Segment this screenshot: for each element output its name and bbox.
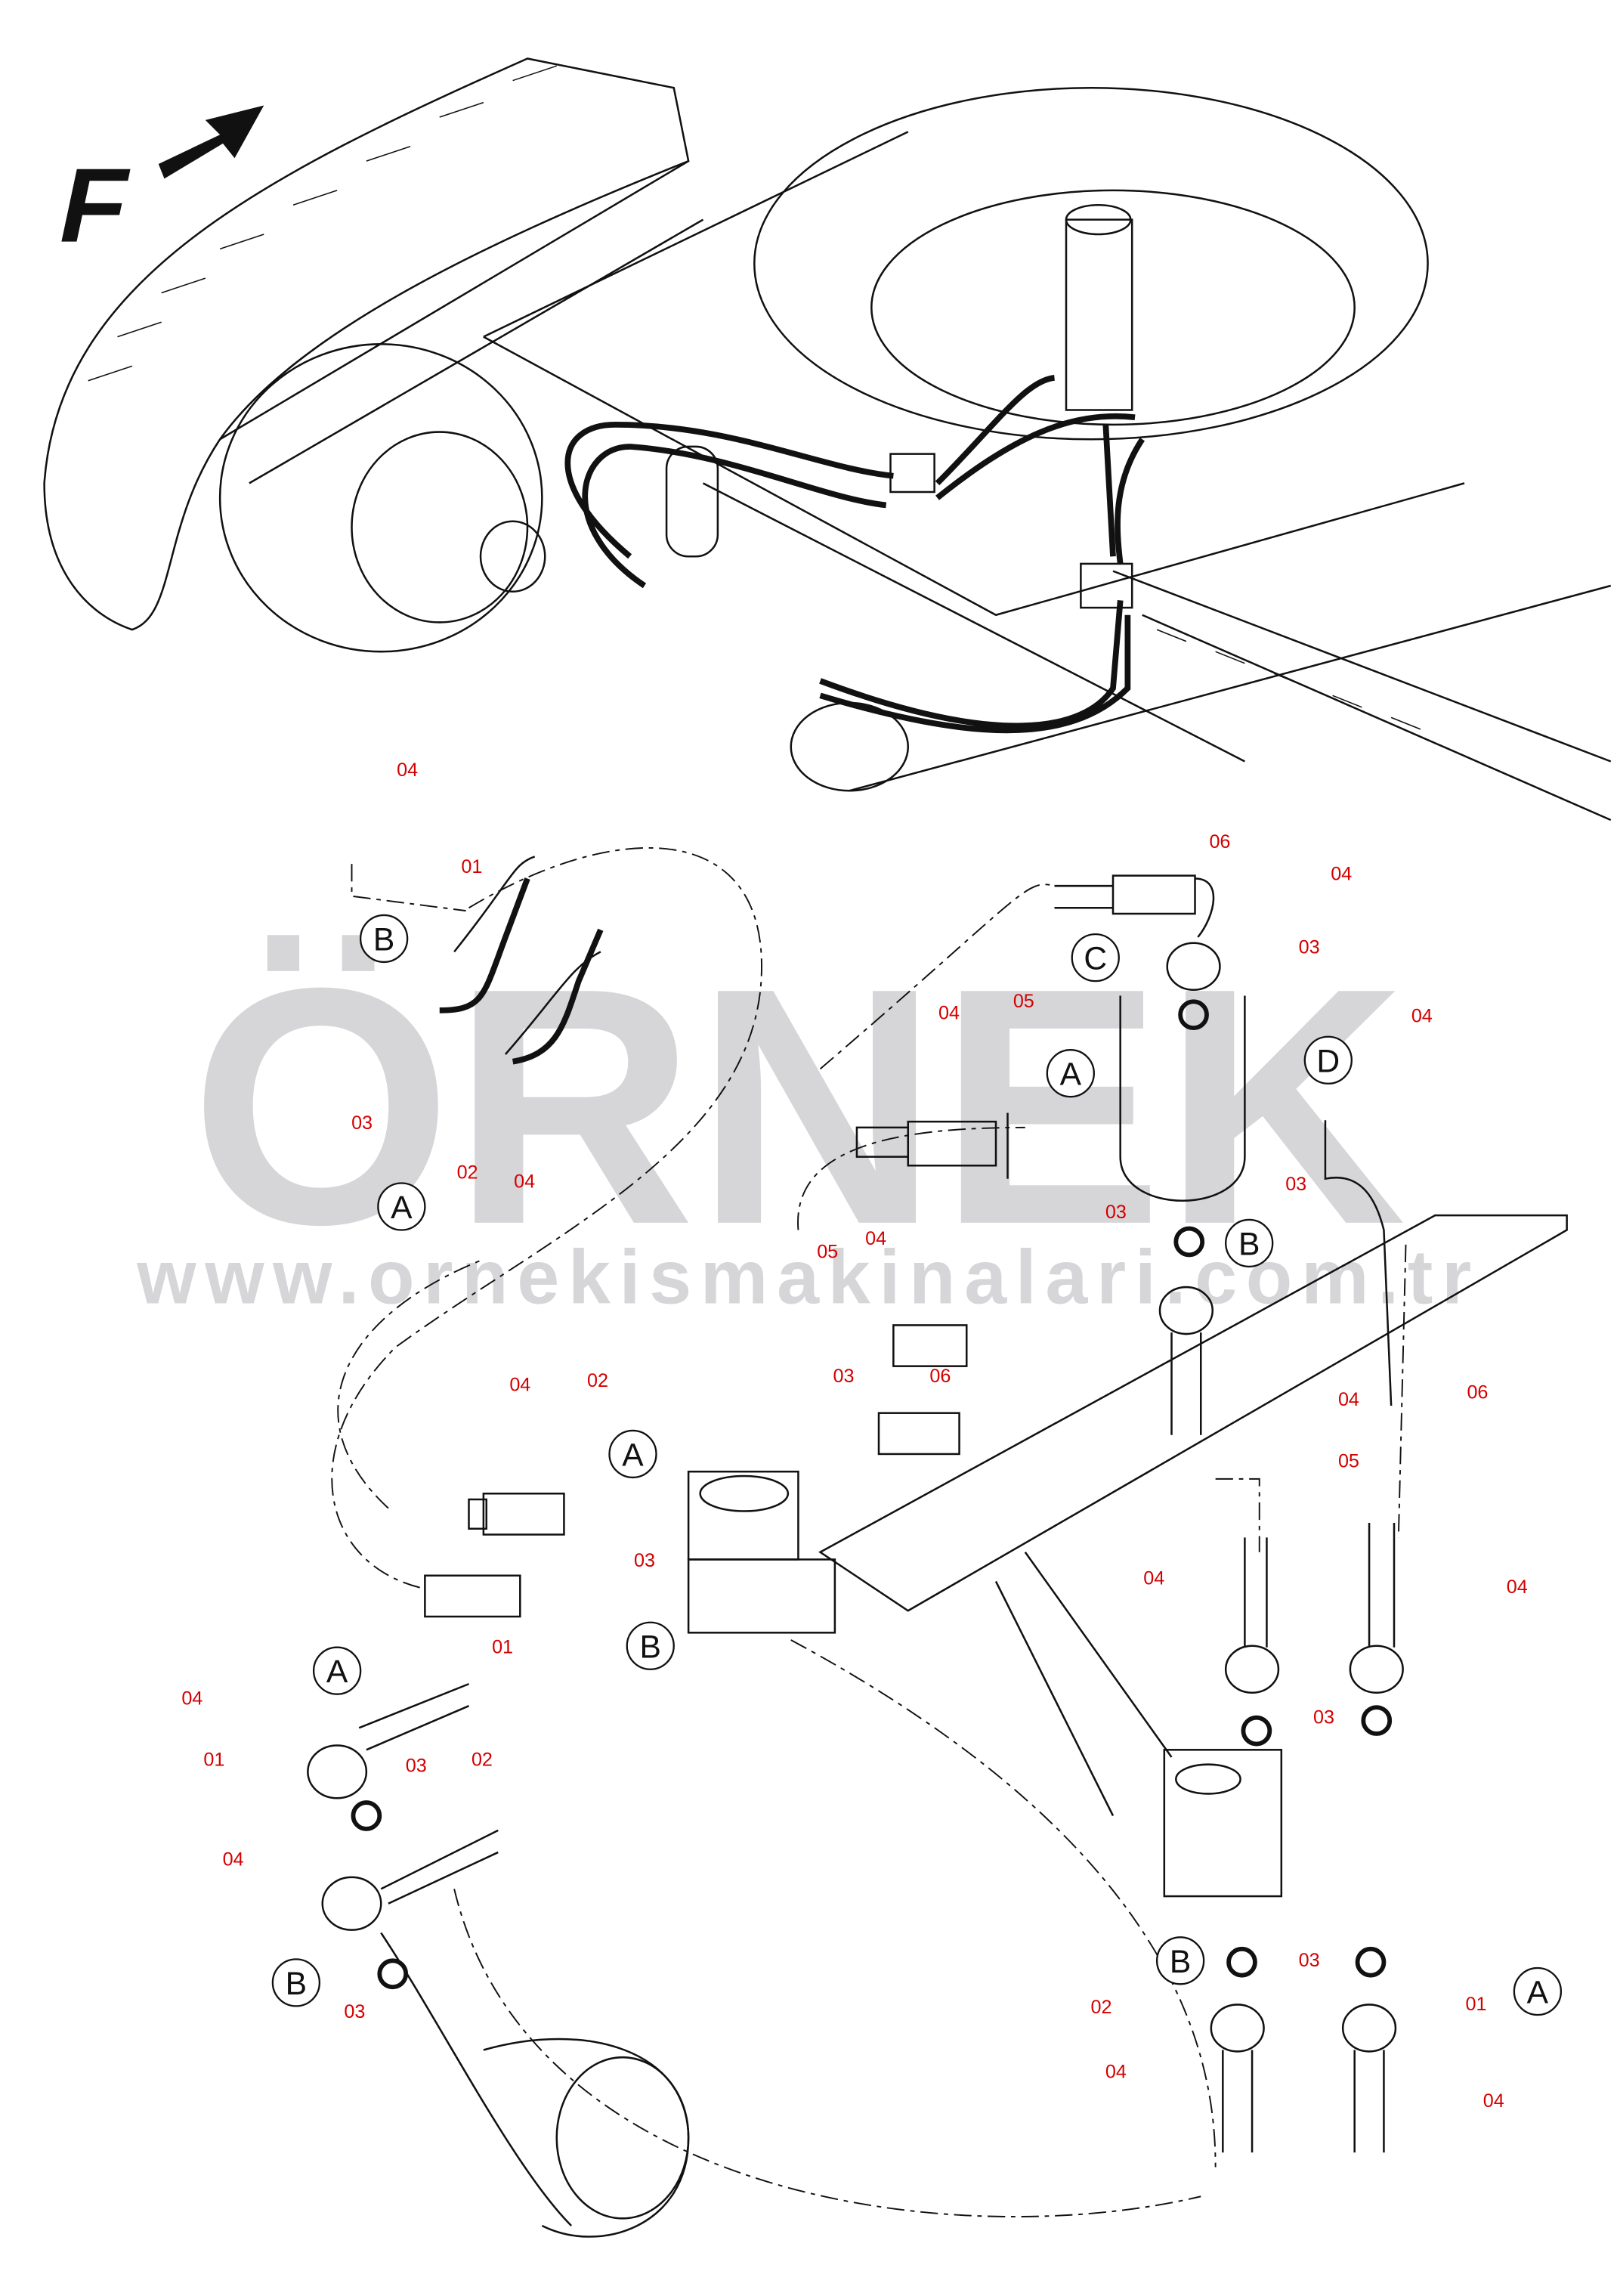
view-label-a: A bbox=[1513, 1966, 1563, 2016]
part-label: 06 bbox=[1209, 831, 1230, 852]
view-label-a: A bbox=[608, 1429, 657, 1479]
part-label: 04 bbox=[1507, 1577, 1528, 1598]
watermark: ÖRNEK www.ornekismakinalari.com.tr bbox=[136, 919, 1480, 1320]
part-label: 05 bbox=[817, 1241, 838, 1262]
watermark-url: www.ornekismakinalari.com.tr bbox=[136, 1235, 1480, 1320]
part-label: 04 bbox=[1338, 1389, 1359, 1410]
part-label: 03 bbox=[833, 1366, 855, 1387]
part-label: 04 bbox=[509, 1375, 530, 1396]
direction-label: F bbox=[50, 146, 139, 264]
part-label: 02 bbox=[471, 1750, 493, 1771]
part-label: 01 bbox=[203, 1750, 224, 1771]
svg-text:A: A bbox=[1060, 1057, 1082, 1093]
part-label: 04 bbox=[514, 1171, 535, 1192]
part-label: 03 bbox=[634, 1550, 655, 1571]
part-label: 01 bbox=[461, 856, 482, 877]
part-label: 04 bbox=[223, 1849, 244, 1870]
part-label: 04 bbox=[938, 1003, 960, 1024]
part-label: 04 bbox=[865, 1228, 886, 1249]
svg-text:A: A bbox=[326, 1654, 348, 1690]
part-label: 04 bbox=[181, 1688, 203, 1709]
svg-text:B: B bbox=[640, 1629, 661, 1665]
part-label: 03 bbox=[1299, 936, 1320, 958]
part-label: 03 bbox=[1105, 1202, 1127, 1223]
view-label-b: B bbox=[1225, 1218, 1274, 1268]
svg-text:D: D bbox=[1316, 1043, 1340, 1079]
part-label: 03 bbox=[1285, 1174, 1306, 1195]
svg-text:B: B bbox=[1238, 1226, 1260, 1262]
part-label: 03 bbox=[344, 2001, 365, 2022]
part-label: 02 bbox=[457, 1162, 478, 1184]
part-label: 04 bbox=[1143, 1567, 1164, 1589]
view-label-a: A bbox=[377, 1182, 426, 1231]
svg-text:A: A bbox=[391, 1190, 413, 1226]
watermark-brand: ÖRNEK bbox=[190, 919, 1406, 1295]
part-label: 04 bbox=[1105, 2061, 1127, 2082]
svg-text:A: A bbox=[1527, 1975, 1549, 2011]
view-label-b: B bbox=[271, 1958, 321, 2007]
svg-text:C: C bbox=[1084, 941, 1107, 977]
view-label-b: B bbox=[1155, 1936, 1205, 1985]
svg-text:B: B bbox=[1170, 1944, 1191, 1980]
view-callouts: B A C A D B A B A B B A bbox=[271, 914, 1563, 2016]
part-label: 03 bbox=[351, 1112, 373, 1134]
part-label: 06 bbox=[1467, 1382, 1488, 1403]
part-label: 03 bbox=[1299, 1950, 1320, 1971]
view-label-b: B bbox=[626, 1621, 675, 1670]
part-label: 04 bbox=[1483, 2090, 1504, 2112]
forward-arrow-icon bbox=[158, 105, 264, 179]
part-labels: 04 01 03 02 04 06 04 03 04 05 04 03 03 0… bbox=[181, 760, 1527, 2112]
svg-text:B: B bbox=[373, 921, 394, 958]
svg-text:B: B bbox=[286, 1966, 307, 2002]
direction-marker: F bbox=[50, 105, 264, 264]
part-label: 06 bbox=[929, 1366, 951, 1387]
part-label: 01 bbox=[492, 1636, 513, 1657]
part-label: 04 bbox=[1411, 1005, 1433, 1026]
part-label: 05 bbox=[1013, 991, 1034, 1012]
part-label: 01 bbox=[1466, 1994, 1487, 2015]
view-label-a: A bbox=[1046, 1049, 1095, 1098]
part-label: 04 bbox=[1331, 863, 1352, 884]
view-label-b: B bbox=[359, 914, 409, 964]
part-label: 05 bbox=[1338, 1450, 1359, 1471]
part-label: 03 bbox=[1313, 1707, 1334, 1728]
view-label-c: C bbox=[1071, 933, 1120, 982]
view-label-d: D bbox=[1303, 1035, 1353, 1085]
part-label: 04 bbox=[397, 760, 418, 781]
svg-text:A: A bbox=[622, 1437, 644, 1473]
exploded-views bbox=[307, 846, 1568, 2238]
part-label: 03 bbox=[406, 1755, 427, 1776]
view-label-a: A bbox=[312, 1646, 362, 1695]
undercarriage-overview bbox=[43, 57, 1612, 822]
part-label: 02 bbox=[587, 1370, 608, 1391]
part-label: 02 bbox=[1091, 1997, 1112, 2018]
